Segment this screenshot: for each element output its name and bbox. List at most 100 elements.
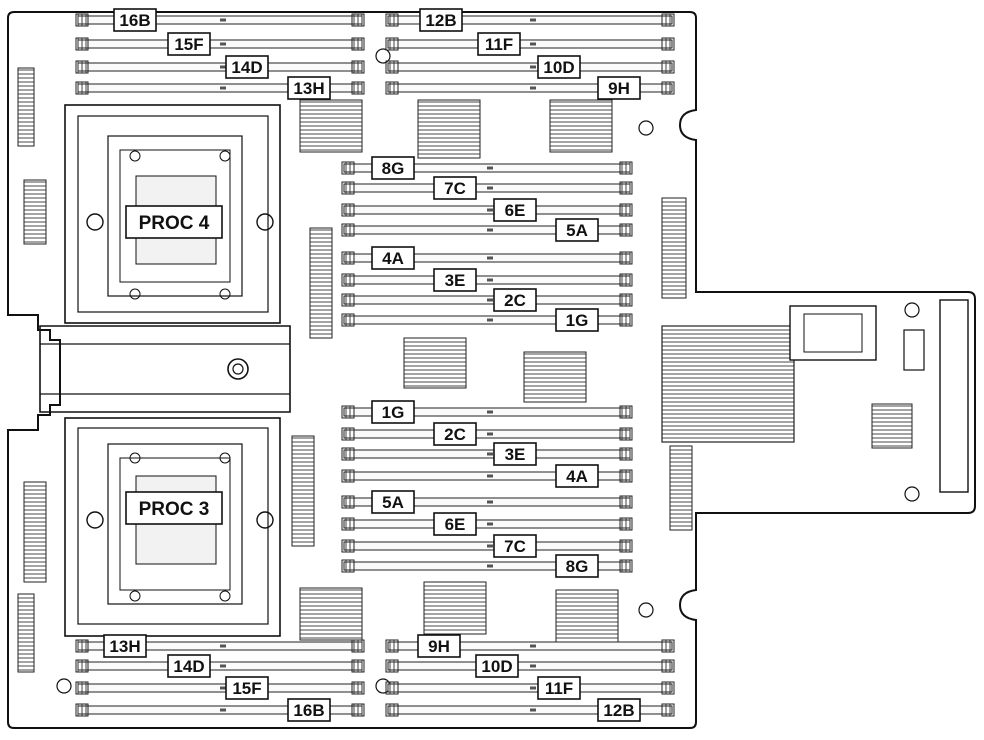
dimm-label-box <box>493 198 537 222</box>
edge-connector <box>661 197 687 299</box>
dimm-label: 3E <box>505 445 526 464</box>
dimm-latch <box>341 405 355 419</box>
dimm-latch <box>351 639 365 653</box>
dimm-key <box>530 42 536 46</box>
dimm-key <box>487 564 493 568</box>
dimm-latch <box>385 81 399 95</box>
dimm-label: 16B <box>119 11 150 30</box>
dimm-label-box <box>493 288 537 312</box>
dimm-latch <box>75 639 89 653</box>
dimm-latch <box>619 161 633 175</box>
dimm-label-box <box>113 8 157 32</box>
dimm-label-box <box>167 32 211 56</box>
dimm-label-box <box>103 634 147 658</box>
dimm-label-box <box>555 464 599 488</box>
dimm-latch <box>619 405 633 419</box>
dimm-latch <box>351 60 365 74</box>
dimm-label-box <box>555 308 599 332</box>
dimm-key <box>220 86 226 90</box>
midplane-connector <box>39 325 291 413</box>
dimm-latch <box>341 273 355 287</box>
edge-connector <box>669 445 693 531</box>
dimm-latch <box>385 681 399 695</box>
dimm-latch <box>619 427 633 441</box>
vrm-heatsink <box>291 435 315 547</box>
dimm-label: 8G <box>382 159 405 178</box>
dimm-label: 14D <box>173 657 204 676</box>
standoff-screw <box>375 48 391 64</box>
dimm-key <box>487 318 493 322</box>
dimm-latch <box>661 60 675 74</box>
dimm-label: 4A <box>566 467 588 486</box>
standoff-screw <box>638 120 654 136</box>
edge-connector <box>17 593 35 673</box>
dimm-latch <box>341 223 355 237</box>
dimm-latch <box>351 37 365 51</box>
dimm-latch <box>351 703 365 717</box>
dimm-key <box>487 474 493 478</box>
dimm-label: 13H <box>109 637 140 656</box>
dimm-key <box>487 522 493 526</box>
dimm-label-box <box>287 698 331 722</box>
dimm-key <box>487 500 493 504</box>
dimm-latch <box>341 559 355 573</box>
dimm-label-box <box>225 55 269 79</box>
vrm-heatsink <box>299 99 363 153</box>
dimm-key <box>487 298 493 302</box>
dimm-latch <box>75 13 89 27</box>
dimm-latch <box>661 659 675 673</box>
dimm-label-box <box>371 400 415 424</box>
dimm-label: 6E <box>445 515 466 534</box>
dimm-label: 13H <box>293 79 324 98</box>
dimm-label: 10D <box>543 58 574 77</box>
dimm-latch <box>619 203 633 217</box>
dimm-latch <box>75 37 89 51</box>
dimm-latch <box>661 681 675 695</box>
dimm-label-box <box>371 156 415 180</box>
proc3-label-box <box>125 491 223 525</box>
dimm-latch <box>75 681 89 695</box>
dimm-label: 4A <box>382 249 404 268</box>
dimm-latch <box>341 181 355 195</box>
vrm-heatsink <box>549 99 613 153</box>
dimm-label: 6E <box>505 201 526 220</box>
dimm-label-box <box>555 218 599 242</box>
proc3-socket <box>64 417 281 637</box>
vrm-heatsink <box>555 589 619 643</box>
dimm-key <box>220 664 226 668</box>
dimm-latch <box>385 703 399 717</box>
dimm-latch <box>75 659 89 673</box>
dimm-latch <box>385 639 399 653</box>
dimm-latch <box>619 181 633 195</box>
dimm-label-box <box>371 246 415 270</box>
dimm-latch <box>619 293 633 307</box>
dimm-label-box <box>493 534 537 558</box>
dimm-label: 10D <box>481 657 512 676</box>
dimm-label: 2C <box>444 425 466 444</box>
dimm-label: 12B <box>603 701 634 720</box>
dimm-latch <box>341 313 355 327</box>
dimm-latch <box>385 60 399 74</box>
dimm-label-box <box>371 490 415 514</box>
dimm-label: 16B <box>293 701 324 720</box>
dimm-key <box>220 708 226 712</box>
dimm-latch <box>619 517 633 531</box>
dimm-label-box <box>167 654 211 678</box>
dimm-label-box <box>419 8 463 32</box>
proc4-label: PROC 4 <box>139 213 210 234</box>
dimm-label-box <box>433 176 477 200</box>
dimm-latch <box>75 81 89 95</box>
dimm-key <box>487 452 493 456</box>
dimm-latch <box>619 447 633 461</box>
vrm-heatsink <box>523 351 587 403</box>
dimm-label: 2C <box>504 291 526 310</box>
dimm-label: 9H <box>608 79 630 98</box>
proc4-label-box <box>125 205 223 239</box>
dimm-key <box>487 256 493 260</box>
dimm-label-box <box>493 442 537 466</box>
dimm-label-box <box>475 654 519 678</box>
dimm-key <box>487 186 493 190</box>
dimm-latch <box>619 273 633 287</box>
dimm-key <box>220 18 226 22</box>
